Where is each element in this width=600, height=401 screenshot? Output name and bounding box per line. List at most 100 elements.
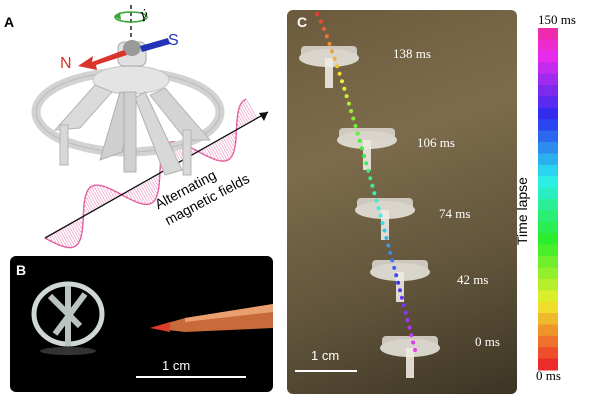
south-label: S xyxy=(168,32,179,49)
colorbar-swatch xyxy=(538,142,558,154)
colorbar-swatch xyxy=(538,85,558,97)
trajectory-dot xyxy=(351,116,356,121)
blade xyxy=(134,91,183,176)
panel-c-letter: C xyxy=(297,14,308,30)
rotation-arrow-head xyxy=(115,12,121,20)
leg xyxy=(182,129,192,176)
colorbar-swatch xyxy=(538,62,558,75)
trajectory-dot xyxy=(403,310,408,315)
colorbar-swatch xyxy=(538,233,558,246)
robot-illustration xyxy=(31,5,269,249)
trajectory-dot xyxy=(380,221,385,226)
colorbar-swatch xyxy=(538,278,558,291)
leg xyxy=(59,124,69,166)
trajectory-dot xyxy=(399,295,404,300)
colorbar-swatch xyxy=(538,256,558,268)
colorbar-swatch xyxy=(538,130,558,143)
trajectory-dot xyxy=(398,288,402,293)
trajectory-dot xyxy=(386,243,391,248)
trajectory-dot xyxy=(409,333,414,338)
robot-snapshot xyxy=(299,46,359,88)
trajectory-dot xyxy=(362,153,367,158)
colorbar-swatch xyxy=(538,335,558,348)
colorbar-swatch xyxy=(538,119,558,132)
time-label-138: 138 ms xyxy=(393,46,431,61)
panel-b-photo: 1 cm xyxy=(10,256,273,392)
robot-snapshot xyxy=(380,336,440,378)
trajectory-dot xyxy=(355,131,360,136)
trajectory-dot xyxy=(401,303,406,308)
north-arrow xyxy=(78,50,127,70)
trajectory-dot xyxy=(315,12,319,16)
robot-snapshot xyxy=(337,128,397,170)
trajectory-dot xyxy=(374,198,379,203)
trajectory-dot xyxy=(366,168,371,173)
colorbar-swatch xyxy=(538,358,558,371)
trajectory-dot xyxy=(335,64,340,69)
colorbar-swatch xyxy=(538,199,558,211)
trajectory-dot xyxy=(332,56,337,61)
colorbar-axis-label: Time lapse xyxy=(513,177,530,245)
trajectory-dot xyxy=(344,94,349,99)
colorbar-swatch xyxy=(538,244,558,257)
trajectory-dots xyxy=(315,12,417,352)
colorbar-swatch xyxy=(538,107,558,120)
colorbar-top-label: 150 ms xyxy=(538,12,576,27)
trajectory-dot xyxy=(378,213,383,218)
colorbar-swatch xyxy=(538,324,558,337)
blade xyxy=(53,84,113,131)
trajectory-dot xyxy=(364,161,369,166)
robot-photo xyxy=(31,281,273,355)
rotation-rate-label: γ̇ xyxy=(140,8,148,23)
colorbar-swatch xyxy=(538,96,558,109)
colorbar-swatch xyxy=(538,176,558,189)
field-axis-arrowhead xyxy=(259,112,268,121)
north-label: N xyxy=(60,55,72,72)
trajectory-dot xyxy=(392,265,397,270)
colorbar-swatch xyxy=(538,210,558,223)
robot-snapshot xyxy=(370,260,430,302)
trajectory-dot xyxy=(318,19,323,24)
time-label-42: 42 ms xyxy=(457,272,489,287)
field-axis xyxy=(44,111,269,239)
trajectory-photo xyxy=(299,12,440,378)
trajectory-dot xyxy=(396,280,401,285)
colorbar-swatch xyxy=(538,313,558,325)
south-arrow xyxy=(140,38,170,52)
trajectory-dot xyxy=(360,146,364,151)
panel-a-letter: A xyxy=(4,14,15,30)
scale-bar-c xyxy=(295,370,357,372)
trajectory-dot xyxy=(384,236,389,240)
trajectory-dot xyxy=(390,258,395,263)
trajectory-dot xyxy=(346,101,351,106)
magnet xyxy=(123,40,141,56)
trajectory-dot xyxy=(353,124,358,128)
trajectory-dot xyxy=(405,318,410,323)
panel-a: A γ̇ N S xyxy=(0,0,290,250)
colorbar-swatch xyxy=(538,153,558,166)
panel-b-letter: B xyxy=(16,262,27,278)
trajectory-dot xyxy=(337,71,342,76)
trajectory-dot xyxy=(382,228,387,233)
scale-label-c: 1 cm xyxy=(311,348,340,363)
trajectory-dot xyxy=(368,176,373,181)
colorbar-swatch xyxy=(538,290,558,303)
trajectory-dot xyxy=(394,273,399,278)
colorbar-swatch xyxy=(538,164,558,177)
colorbar-bottom-label: 0 ms xyxy=(536,368,561,383)
panel-c-photo: C 138 ms 106 ms 74 ms 42 ms 0 ms 1 cm xyxy=(287,10,517,394)
trajectory-dot xyxy=(330,49,335,54)
robot-snapshots xyxy=(299,46,440,378)
trajectory-dot xyxy=(324,34,329,39)
trajectory-dot xyxy=(376,206,381,211)
center-leg xyxy=(123,91,137,173)
colorbar-swatch xyxy=(538,267,558,280)
colorbar-swatch xyxy=(538,50,558,63)
scale-label-b: 1 cm xyxy=(162,358,191,373)
trajectory-dot xyxy=(349,109,354,114)
trajectory-dot xyxy=(388,250,393,255)
robot-snapshot xyxy=(355,198,415,240)
time-label-0: 0 ms xyxy=(475,334,500,349)
scale-bar-b xyxy=(136,376,246,378)
colorbar-swatches xyxy=(538,28,558,371)
